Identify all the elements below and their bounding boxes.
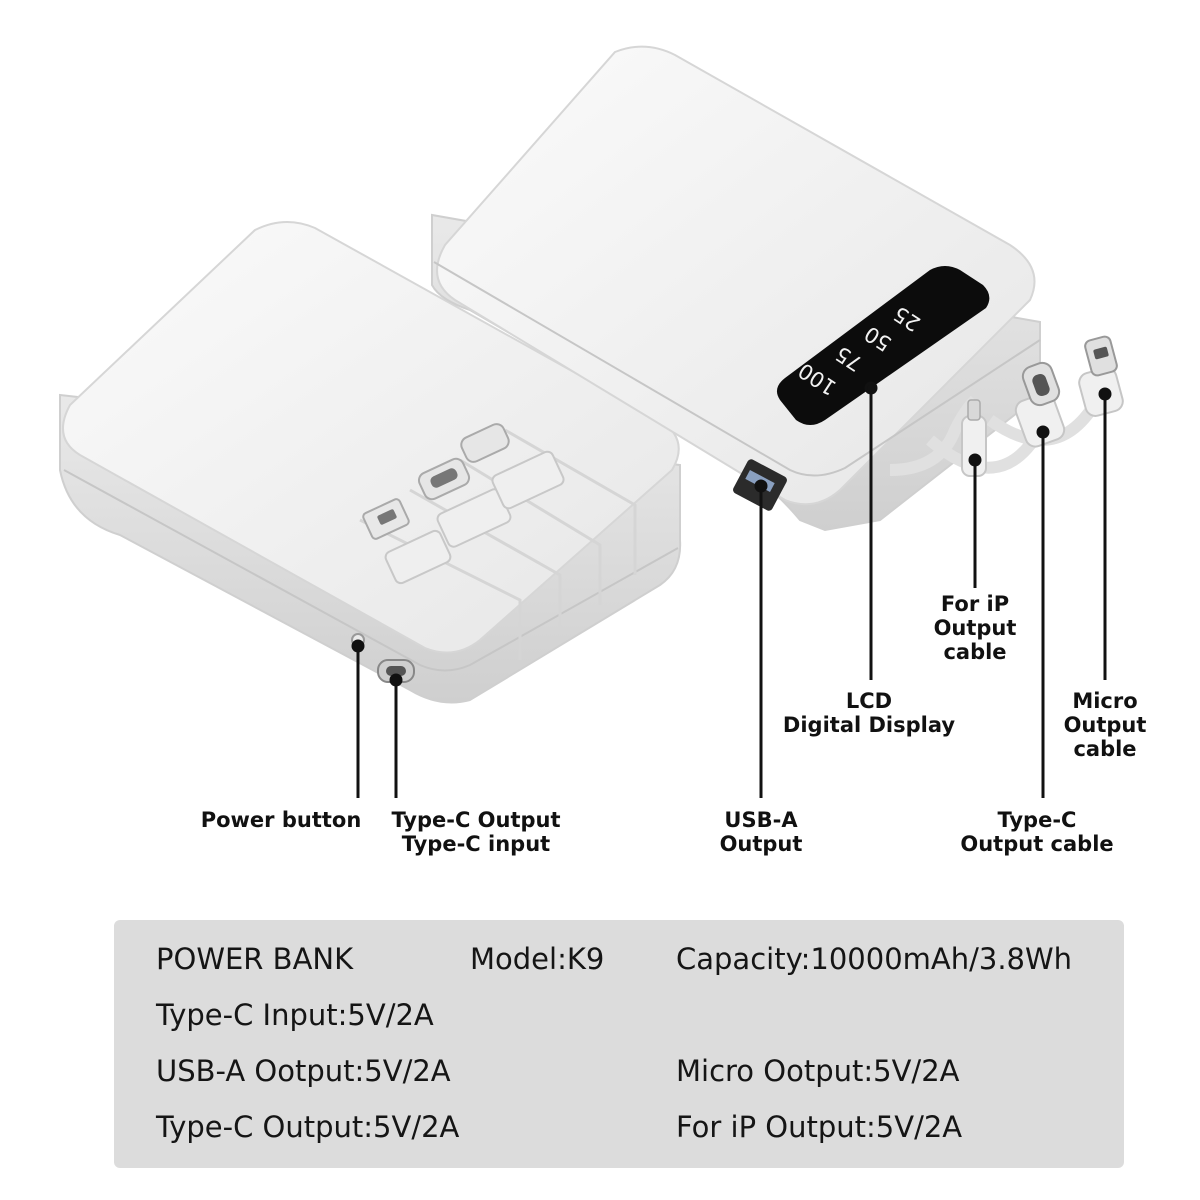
label-usb-a: USB-A Output	[719, 808, 803, 856]
left-power-bank	[59, 220, 682, 704]
callout-lines	[351, 381, 1112, 798]
right-power-bank: 25 50 75 100	[431, 45, 1124, 532]
spec-usba-output: USB-A Ootput:5V/2A	[156, 1054, 451, 1088]
lcd-screen	[776, 266, 990, 425]
spec-ip-output: For iP Output:5V/2A	[676, 1110, 963, 1144]
label-typec-port: Type-C Output Type-C input	[391, 808, 561, 856]
typec-connector-left	[417, 457, 512, 548]
power-bank-illustration: 25 50 75 100	[59, 45, 1124, 798]
label-micro: Micro Output cable	[1063, 689, 1147, 761]
spec-model: Model:K9	[470, 942, 605, 976]
label-lcd: LCD Digital Display	[782, 689, 956, 737]
label-for-ip: For iP Output cable	[933, 592, 1017, 664]
micro-connector-left	[362, 498, 452, 585]
ip-connector-left	[460, 423, 565, 510]
spec-product: POWER BANK	[156, 942, 354, 976]
spec-capacity: Capacity:10000mAh/3.8Wh	[676, 942, 1073, 976]
label-typec-cable: Type-C Output cable	[960, 808, 1114, 856]
spec-panel: POWER BANK Model:K9 Capacity:10000mAh/3.…	[114, 920, 1124, 1168]
spec-typec-output: Type-C Output:5V/2A	[156, 1110, 460, 1144]
label-power-button: Power button	[200, 808, 362, 832]
spec-typec-input: Type-C Input:5V/2A	[156, 998, 434, 1032]
spec-micro-output: Micro Ootput:5V/2A	[676, 1054, 960, 1088]
